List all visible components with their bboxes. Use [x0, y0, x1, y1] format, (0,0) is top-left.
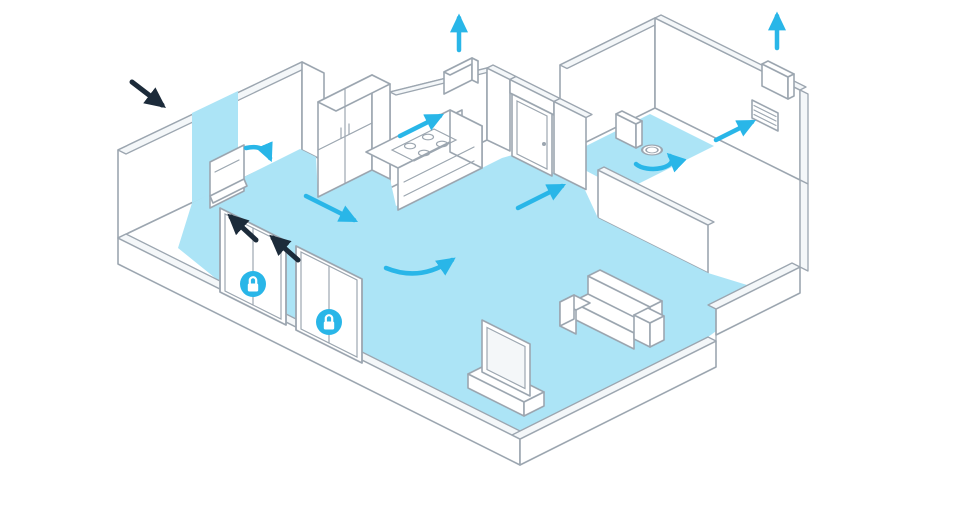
- bathroom-front-partition: [597, 166, 715, 274]
- intake-arrow-near-window: [269, 234, 301, 263]
- intake-arrow-outside: [129, 79, 166, 109]
- door-knob: [542, 142, 546, 146]
- tv: [481, 319, 531, 397]
- airflow-arrows: [243, 11, 786, 276]
- stove-cooktop: [390, 128, 458, 162]
- airflow-arrow-to-bathroom-vent: [713, 119, 757, 143]
- sofa: [559, 269, 665, 350]
- wall-air-inlet: [209, 144, 248, 209]
- padlock-icon: [247, 276, 259, 292]
- window-lock-badge-left: [240, 271, 266, 297]
- roof-outlet-stack-bathroom: [761, 60, 795, 100]
- window-right: [295, 245, 363, 364]
- tv-screen: [487, 327, 525, 389]
- airflow-arrow-inlet-curl: [243, 141, 273, 163]
- roof-outlet-stack-kitchen: [443, 57, 479, 95]
- stove-burners: [403, 133, 449, 157]
- window-lock-badge-right: [316, 309, 342, 335]
- toilet: [615, 110, 664, 156]
- airflow-arrow-floor-curved: [383, 257, 456, 276]
- hall-partition: [486, 64, 593, 191]
- airflow-arrow-floor: [303, 193, 359, 223]
- intake-arrow-to-inlet: [227, 213, 259, 243]
- airflow-arrow-toilet: [633, 152, 687, 173]
- kitchen-counter-stove: [365, 109, 483, 211]
- airflow-arrow-through-door: [515, 183, 567, 211]
- main-floor: [178, 149, 770, 435]
- interior-door: [511, 93, 553, 177]
- airflow-arrow-to-kitchen-vent: [397, 113, 445, 139]
- intake-arrows: [129, 79, 301, 263]
- exhaust-vent-grille-bathroom: [751, 99, 779, 132]
- padlock-icon: [323, 314, 335, 330]
